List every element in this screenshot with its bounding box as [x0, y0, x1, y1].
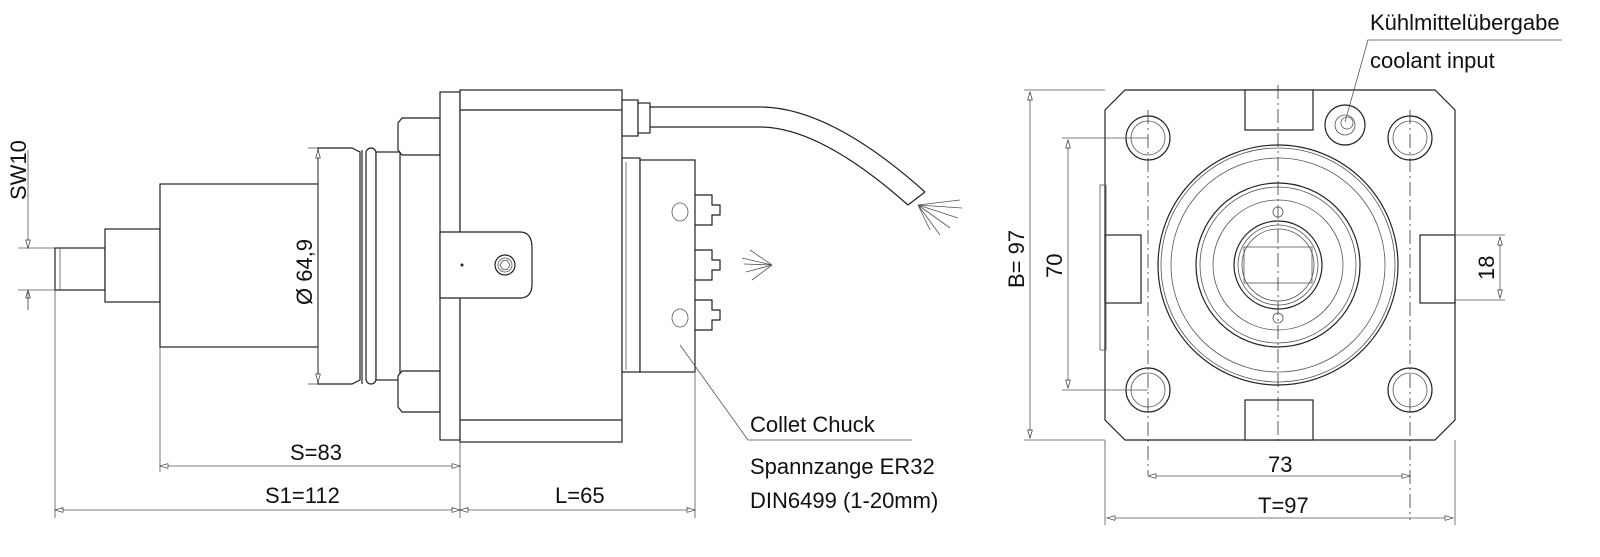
coolant-en-label: coolant input [1370, 48, 1495, 73]
housing [439, 89, 623, 443]
slots [1099, 89, 1456, 441]
dim-diameter-label: Ø 64,9 [292, 239, 317, 305]
coolant-hose [621, 99, 963, 236]
dim-l-label: L=65 [555, 483, 605, 508]
hex-screw-icon [494, 254, 516, 276]
collet-chuck [621, 157, 773, 373]
dimensions-side [18, 147, 912, 518]
coolant-port [1324, 104, 1366, 146]
dim-73-label: 73 [1268, 452, 1292, 477]
dim-s1-label: S1=112 [265, 483, 340, 508]
dimensions-front [1024, 39, 1562, 525]
mounting-tab [439, 231, 533, 299]
spray-icon [917, 199, 963, 236]
dim-18-label: 18 [1474, 256, 1499, 280]
coolant-de-label: Kühlmittelübergabe [1370, 10, 1560, 35]
collet-spec-label: Spannzange ER32 [750, 454, 935, 479]
dim-b-label: B= 97 [1004, 230, 1029, 288]
collet-norm-label: DIN6499 (1-20mm) [750, 488, 938, 513]
dim-sw-label: SW10 [6, 140, 31, 200]
coolant-spray-icon [741, 249, 773, 281]
dim-t-label: T=97 [1258, 493, 1309, 518]
dim-s-label: S=83 [290, 440, 342, 465]
collet-chuck-label: Collet Chuck [750, 412, 876, 437]
dim-70-label: 70 [1042, 254, 1067, 278]
tool-holder-shank [54, 91, 461, 441]
flange-plate [1104, 89, 1456, 441]
front-view: B= 97 70 18 73 T=97 Kühlmittelübergabe c… [1004, 10, 1562, 525]
side-view: SW10 Ø 64,9 S=83 S1=112 L=65 Collet Chuc… [6, 89, 963, 518]
